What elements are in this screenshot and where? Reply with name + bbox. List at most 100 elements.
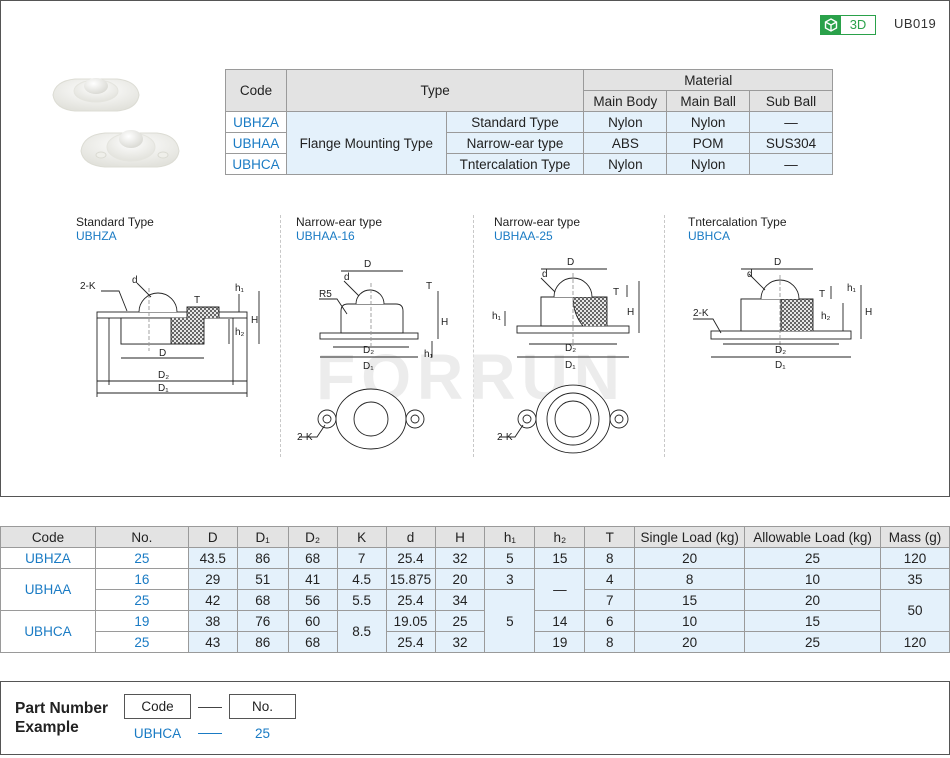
code-link[interactable]: UBHAA xyxy=(225,132,287,154)
single-load-cell: 20 xyxy=(634,631,746,653)
t-cell: 6 xyxy=(584,610,636,632)
col-ball-d: d xyxy=(385,526,436,548)
allowable-load-cell: 20 xyxy=(744,589,881,611)
drawing-title: Standard Type xyxy=(76,215,154,229)
drawing-label-narrow-25: Narrow-ear type UBHAA-25 xyxy=(494,215,580,243)
h-cell: 34 xyxy=(434,589,486,611)
no-cell[interactable]: 16 xyxy=(94,568,189,590)
mass-cell: 120 xyxy=(879,547,950,569)
no-cell[interactable]: 25 xyxy=(94,631,189,653)
drawing-intercalation-type xyxy=(693,268,862,358)
d1-cell: 76 xyxy=(236,610,289,632)
t-cell: 7 xyxy=(584,589,636,611)
single-load-cell: 8 xyxy=(634,568,746,590)
col-mass: Mass (g) xyxy=(879,526,950,548)
d1-cell: 68 xyxy=(236,589,289,611)
table-row: UBHZA 25 43.5 86 68 7 25.4 32 5 15 8 20 … xyxy=(0,547,950,569)
spec-header-row: Code No. D D₁ D₂ K d H h₁ h₂ T Single Lo… xyxy=(0,526,950,548)
no-label-box: No. xyxy=(229,694,296,719)
h-cell: 20 xyxy=(434,568,486,590)
d-cell: 29 xyxy=(187,568,238,590)
k-cell: 7 xyxy=(336,547,387,569)
h2-cell: 14 xyxy=(534,610,586,632)
k-cell: 4.5 xyxy=(336,568,387,590)
type-row: UBHAA Narrow-ear type ABS POM SUS304 xyxy=(225,132,833,154)
3d-model-badge[interactable]: 3D xyxy=(820,15,876,35)
code-link[interactable]: UBHCA xyxy=(0,610,96,653)
dim-label-2k: 2-K xyxy=(297,432,313,443)
col-d1: D₁ xyxy=(236,526,289,548)
no-cell[interactable]: 19 xyxy=(94,610,189,632)
code-link[interactable]: UBHCA xyxy=(225,153,287,175)
d2-cell: 68 xyxy=(287,547,338,569)
header-material: Material xyxy=(583,69,833,91)
specification-table: Code No. D D₁ D₂ K d H h₁ h₂ T Single Lo… xyxy=(0,526,950,653)
drawing-divider xyxy=(664,215,665,457)
h1-cell: 5 xyxy=(484,589,536,653)
table-row: 25 43 86 68 25.4 32 19 8 20 25 120 xyxy=(1,631,950,653)
table-row: UBHCA 19 38 76 60 8.5 19.05 25 14 6 10 1… xyxy=(0,610,950,653)
d2-cell: 56 xyxy=(287,589,338,611)
mass-cell: 50 xyxy=(879,589,950,632)
table-row: 25 42 68 56 5.5 25.4 34 5 7 15 20 50 xyxy=(1,589,950,653)
d2-cell: 41 xyxy=(287,568,338,590)
dim-label-h: H xyxy=(441,317,448,328)
dim-label-h: H xyxy=(865,307,872,318)
col-t: T xyxy=(584,526,636,548)
dim-label-h2: h₂ xyxy=(235,327,245,338)
d-cell: 43.5 xyxy=(187,547,238,569)
dim-label-2k: 2-K xyxy=(80,281,96,292)
dim-label-d1: D₁ xyxy=(565,360,576,371)
no-cell[interactable]: 25 xyxy=(94,547,189,569)
drawing-standard-type xyxy=(96,282,260,397)
h2-cell: — xyxy=(534,568,586,611)
3d-label: 3D xyxy=(849,17,867,32)
dim-label-h1: h₁ xyxy=(492,311,502,322)
subtype: Tntercalation Type xyxy=(445,153,585,175)
drawing-title: Narrow-ear type xyxy=(296,215,383,229)
code-link[interactable]: UBHZA xyxy=(0,547,96,569)
drawing-code: UBHAA-25 xyxy=(494,229,553,243)
drawing-label-intercalation: Tntercalation Type UBHCA xyxy=(688,215,787,243)
dim-label-d: d xyxy=(747,269,753,280)
col-d2: D₂ xyxy=(287,526,338,548)
dim-label-h2: h₂ xyxy=(821,311,831,322)
drawing-code: UBHCA xyxy=(688,229,731,243)
dim-label-h1: h₁ xyxy=(424,349,434,360)
dim-label-d2: D₂ xyxy=(158,370,169,381)
technical-drawings: FORRUN xyxy=(80,257,872,454)
col-h1: h₁ xyxy=(484,526,536,548)
dim-label-d: d xyxy=(344,272,350,283)
separator-dash xyxy=(198,707,222,708)
product-overview-panel: 3D UB019 Code Type Materi xyxy=(0,0,950,497)
drawing-title: Narrow-ear type xyxy=(494,215,581,229)
t-cell: 8 xyxy=(584,547,636,569)
d-cell: 42 xyxy=(187,589,238,611)
part-number-title-line2: Example xyxy=(15,719,79,736)
dim-label-h1: h₁ xyxy=(235,283,245,294)
mass-cell: 120 xyxy=(879,631,950,653)
no-cell[interactable]: 25 xyxy=(94,589,189,611)
h1-cell: 3 xyxy=(484,568,536,590)
sub-ball: SUS304 xyxy=(749,132,833,154)
dim-label-d-big: D xyxy=(364,259,371,270)
main-body: Nylon xyxy=(583,111,668,133)
d2-cell: 60 xyxy=(287,610,338,632)
sub-ball: — xyxy=(749,153,833,175)
h2-cell: 15 xyxy=(534,547,586,569)
dim-label-h: H xyxy=(627,307,634,318)
k-cell: 8.5 xyxy=(336,610,387,653)
product-photo xyxy=(52,78,180,168)
type-row: UBHZA Flange Mounting Type Standard Type… xyxy=(225,111,833,175)
separator-dash xyxy=(198,733,222,734)
dim-label-d1: D₁ xyxy=(158,383,169,394)
d2-cell: 68 xyxy=(287,631,338,653)
code-link[interactable]: UBHAA xyxy=(0,568,96,611)
dim-label-d-big: D xyxy=(159,348,166,359)
col-h2: h₂ xyxy=(534,526,586,548)
dim-label-h: H xyxy=(251,315,258,326)
code-link[interactable]: UBHZA xyxy=(225,111,287,133)
dim-label-d2: D₂ xyxy=(565,343,576,354)
main-body: Nylon xyxy=(583,153,668,175)
single-load-cell: 10 xyxy=(634,610,746,632)
